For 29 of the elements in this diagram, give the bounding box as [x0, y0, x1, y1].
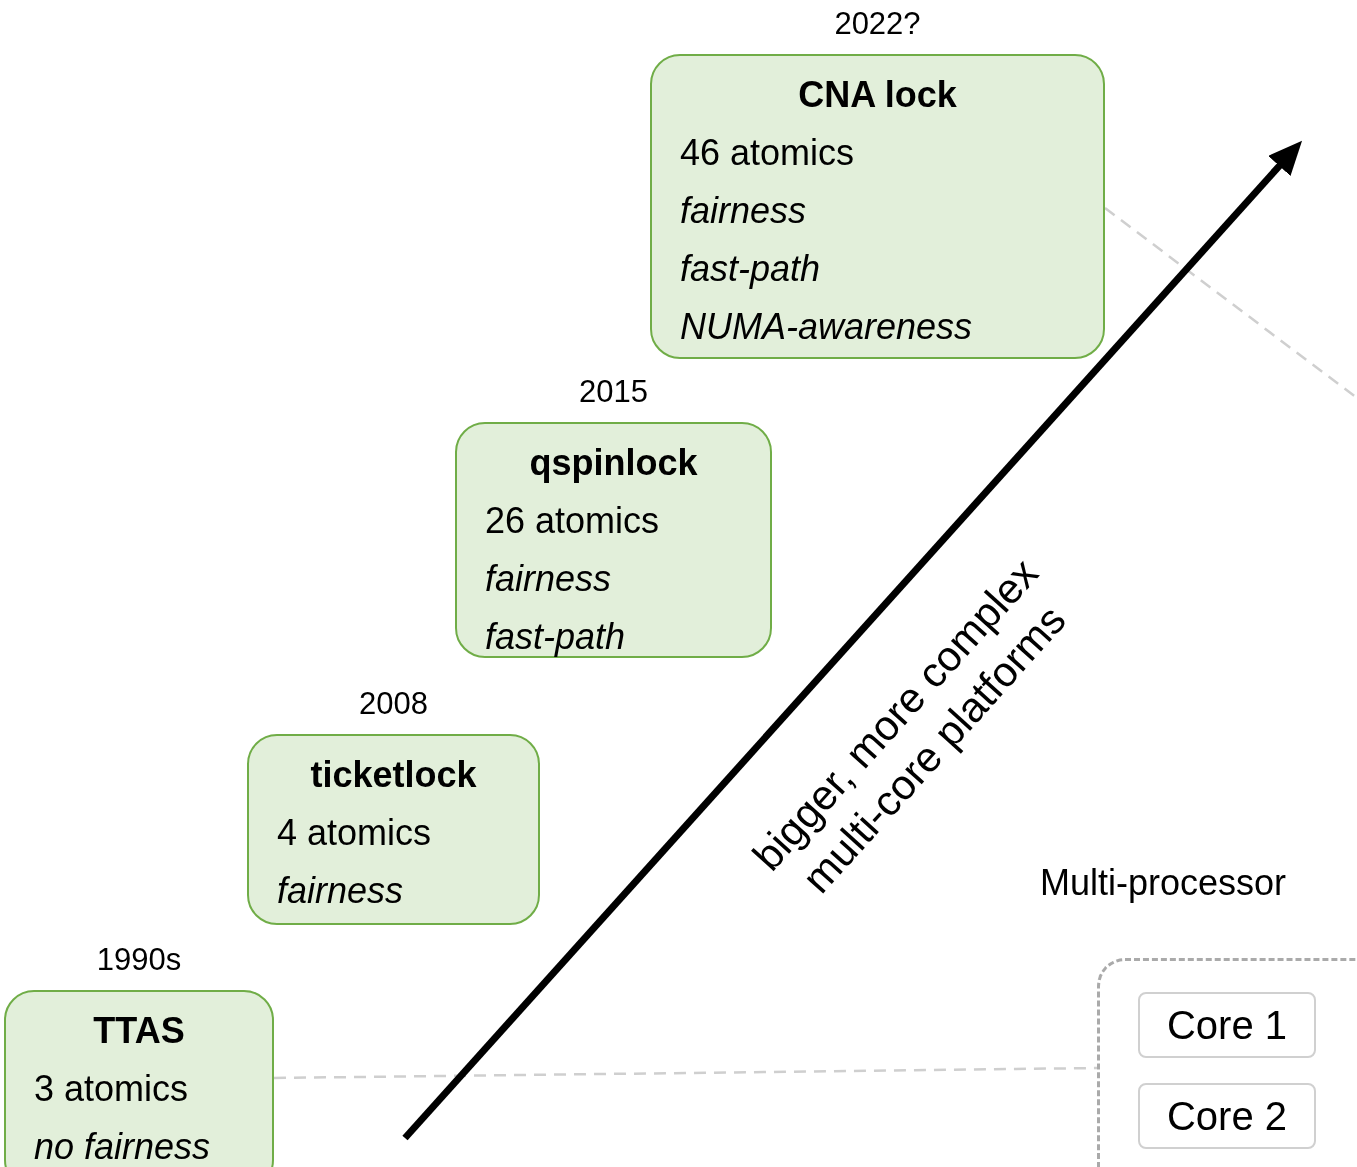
- atomics-count: 46 atomics: [680, 131, 856, 175]
- core-box: Core 1: [1138, 992, 1316, 1058]
- year-label: 2015: [578, 374, 649, 410]
- core-box: Core 2: [1138, 1083, 1316, 1149]
- lock-name: ticketlock: [309, 753, 478, 797]
- year-label: 2022?: [833, 6, 922, 42]
- year-label: 2008: [358, 686, 429, 722]
- feature-text: fast-path: [680, 247, 822, 291]
- lock-card: [4, 990, 274, 1167]
- dashed-connector: [1104, 207, 1357, 399]
- dashed-connector: [274, 1066, 1097, 1080]
- processor-frame: [1097, 958, 1357, 1167]
- lock-card: [247, 734, 540, 925]
- feature-text: fairness: [277, 869, 405, 913]
- atomics-count: 26 atomics: [485, 499, 661, 543]
- lock-name: TTAS: [92, 1009, 186, 1053]
- feature-text: fast-path: [485, 615, 627, 659]
- feature-text: fairness: [485, 557, 613, 601]
- atomics-count: 3 atomics: [34, 1067, 190, 1111]
- group-heading: Multi-processor: [1040, 862, 1287, 904]
- lock-card: [455, 422, 772, 658]
- feature-text: no fairness: [34, 1125, 212, 1167]
- feature-text: fairness: [680, 189, 808, 233]
- year-label: 1990s: [95, 942, 183, 978]
- feature-text: NUMA-awareness: [680, 305, 974, 349]
- lock-name: qspinlock: [528, 441, 699, 485]
- lock-card: [650, 54, 1105, 359]
- lock-name: CNA lock: [797, 73, 958, 117]
- atomics-count: 4 atomics: [277, 811, 433, 855]
